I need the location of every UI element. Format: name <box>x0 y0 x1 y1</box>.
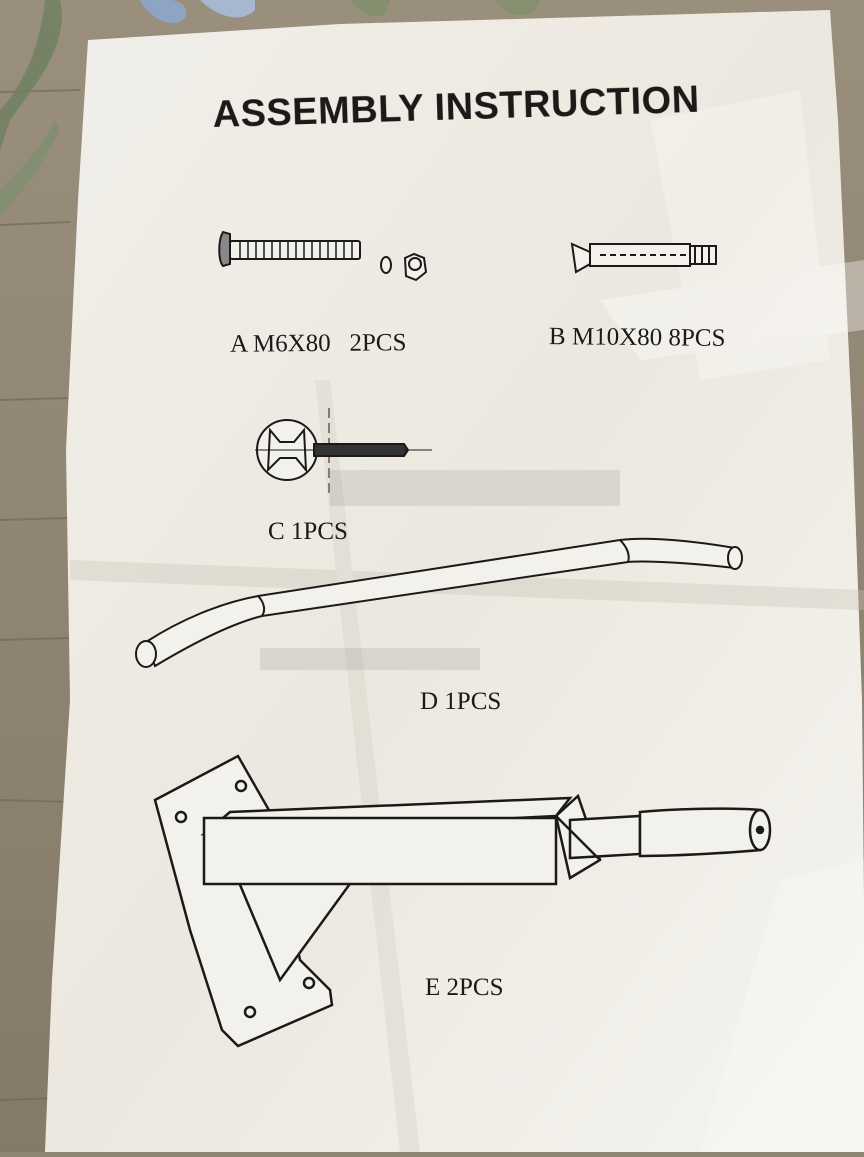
part-e-label: E 2PCS <box>425 974 504 1001</box>
part-d-label: D 1PCS <box>420 688 502 715</box>
bleed-through <box>260 470 620 670</box>
part-b-label: B M10X80 8PCS <box>548 323 726 352</box>
part-e-drawing <box>153 754 772 1048</box>
part-c-drawing <box>255 408 432 498</box>
plant-leaves <box>0 0 540 215</box>
part-b-drawing <box>570 242 717 274</box>
part-d-drawing <box>135 537 743 668</box>
part-a-drawing <box>218 230 428 282</box>
paper-creases <box>70 90 864 1152</box>
part-c-label: C 1PCS <box>268 518 348 545</box>
part-a-label: A M6X80 2PCS <box>229 329 407 358</box>
